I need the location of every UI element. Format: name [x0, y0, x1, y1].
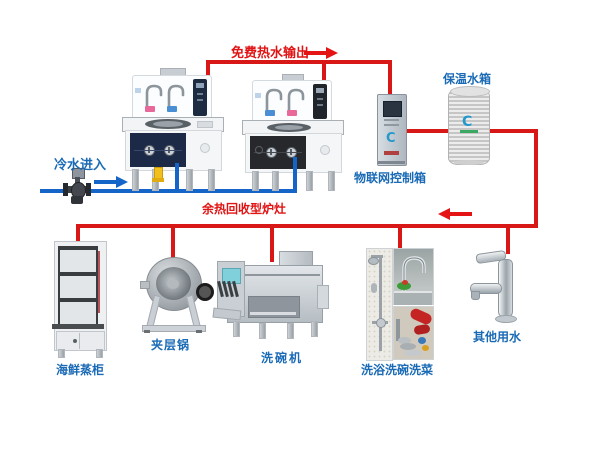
- hot-pipe-bottom-horizontal: [76, 224, 538, 228]
- stove-display-panel: [193, 79, 207, 116]
- hot-pipe-drop-washing: [398, 224, 402, 249]
- faucet-icons: [145, 84, 185, 108]
- label-iot-control-box: 物联网控制箱: [354, 171, 427, 185]
- stove-backsplash: [132, 75, 212, 121]
- faucet-icons: [265, 88, 305, 112]
- sink-faucet-photo: [393, 248, 434, 305]
- cold-water-valve-icon: [63, 168, 91, 206]
- hot-pipe-stove2-riser: [322, 60, 326, 83]
- stove-backsplash: [252, 80, 332, 124]
- hot-pipe-drop-pot: [171, 224, 175, 258]
- cold-pipe-stove1-riser: [175, 163, 179, 191]
- label-dishwasher: 洗碗机: [261, 351, 304, 365]
- brand-logo: C: [462, 114, 473, 130]
- steamer-door: [58, 246, 98, 274]
- label-other-water-use: 其他用水: [473, 330, 522, 344]
- faucet-spout: [470, 283, 502, 294]
- label-free-hot-water-output: 免费热水输出: [231, 46, 310, 61]
- shower-column-photo: [366, 248, 393, 361]
- hot-output-arrow-icon: [304, 47, 338, 59]
- brand-logo: C: [386, 131, 396, 146]
- hot-pipe-drop-steamer: [76, 224, 80, 243]
- lower-cabinet: [56, 331, 105, 351]
- label-seafood-steamer: 海鲜蒸柜: [56, 363, 105, 377]
- hot-tap-tag: [287, 110, 297, 116]
- tilt-handwheel: [196, 283, 214, 301]
- hot-pipe-controlbox-drop: [388, 60, 392, 98]
- label-washing-uses: 洗浴洗碗洗菜: [361, 363, 434, 377]
- label-insulated-tank: 保温水箱: [443, 72, 492, 86]
- tall-faucet: [469, 249, 521, 323]
- cold-pipe-stove2-riser: [293, 157, 297, 193]
- label-jacketed-pot: 夹层锅: [151, 338, 191, 352]
- vegetables: [397, 282, 411, 290]
- jacketed-pot: [140, 255, 214, 333]
- iot-control-box: C: [377, 94, 407, 166]
- drip-tray: [52, 324, 104, 329]
- shower-head-icon: [368, 257, 379, 265]
- heat-recovery-stove-2: [242, 74, 344, 191]
- label-heat-recovery-stoves: 余热回收型炉灶: [202, 202, 287, 216]
- cold-inlet-arrow-icon: [94, 176, 128, 188]
- label-cold-water-in: 冷水进入: [54, 158, 107, 173]
- hot-pipe-stove1-riser: [206, 60, 210, 86]
- hot-pipe-top-horizontal: [206, 60, 392, 64]
- stove-display-panel: [313, 84, 327, 119]
- red-glove: [413, 323, 431, 336]
- cold-tap-tag: [167, 106, 177, 112]
- cold-tap-tag: [265, 110, 275, 116]
- gas-connector: [152, 167, 164, 182]
- control-screen: [383, 101, 402, 117]
- seafood-steamer-cabinet: [52, 241, 107, 358]
- gooseneck-faucet-icon: [402, 256, 426, 291]
- hot-pipe-drop-faucet: [506, 224, 510, 254]
- dishwashing-hands-photo: [393, 306, 434, 360]
- insulated-water-tank: C: [448, 86, 490, 166]
- red-glove: [408, 307, 434, 326]
- conveyor-dishwasher: [212, 251, 329, 341]
- wok-ring: [267, 123, 311, 132]
- stove-body: [125, 130, 222, 171]
- hot-pipe-drop-dishwasher: [270, 224, 274, 262]
- return-flow-arrow-icon: [438, 208, 472, 220]
- stove-front-panel: [250, 136, 306, 169]
- dishwasher-body: [227, 265, 323, 323]
- hot-pipe-right-vertical: [534, 129, 538, 228]
- steamer-door: [58, 272, 98, 300]
- heat-recovery-stove-1: [122, 68, 224, 191]
- cold-pipe-main-horizontal: [40, 189, 297, 193]
- wok-ring: [145, 119, 191, 129]
- stove-front-panel: [130, 133, 186, 167]
- hot-tap-tag: [145, 106, 155, 112]
- steamer-door: [58, 298, 98, 326]
